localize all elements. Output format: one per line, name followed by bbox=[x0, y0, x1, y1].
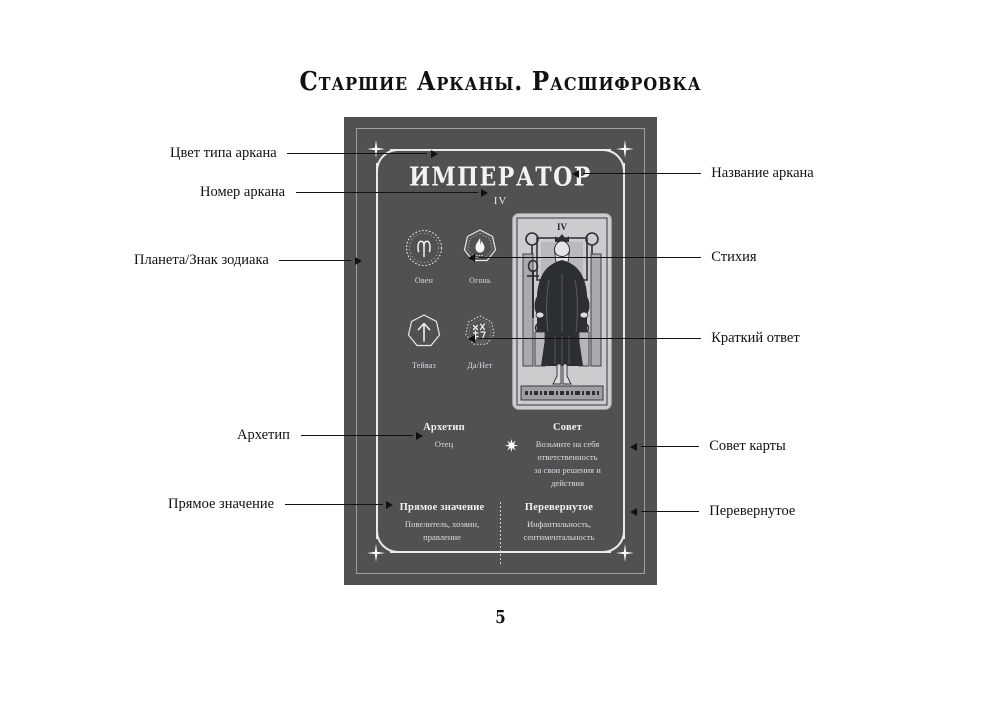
advice-heading: Совет bbox=[552, 422, 583, 433]
attribute-badges: Овен Огонь bbox=[396, 225, 506, 395]
card-frame-rule-left bbox=[376, 163, 378, 539]
badge-zodiac: Овен bbox=[396, 225, 452, 310]
reversed-line-1: Инфантильность, bbox=[526, 519, 592, 529]
sparkle-icon bbox=[367, 140, 385, 158]
arrow-right-icon bbox=[386, 500, 394, 509]
star-divider-icon bbox=[498, 422, 524, 452]
advice-block: Совет Возьмите на себя ответственность з… bbox=[524, 422, 611, 490]
upright-heading: Прямое значение bbox=[399, 502, 485, 513]
upright-text: Повелитель, хозяин, правление bbox=[390, 518, 494, 544]
archetype-heading: Архетип bbox=[423, 422, 465, 433]
callout-upright-meaning: Прямое значение bbox=[168, 496, 394, 513]
callout-label: Архетип bbox=[237, 427, 290, 444]
arrow-right-icon bbox=[416, 431, 424, 440]
callout-archetype: Архетип bbox=[237, 427, 424, 444]
leader-line bbox=[640, 446, 699, 448]
badge-label: Огонь bbox=[469, 276, 491, 285]
card-title: ИМПЕРАТОР bbox=[409, 161, 592, 193]
callout-element: Стихия bbox=[468, 249, 757, 266]
callout-label: Цвет типа аркана bbox=[170, 145, 277, 162]
sparkle-icon bbox=[367, 544, 385, 562]
upright-block: Прямое значение Повелитель, хозяин, прав… bbox=[390, 502, 494, 544]
reversed-text: Инфантильность, сентиментальность bbox=[507, 518, 611, 544]
badge-yes-no: Да/Нет bbox=[452, 310, 508, 395]
leader-line bbox=[478, 338, 701, 340]
arrow-right-icon bbox=[481, 188, 489, 197]
callout-reversed-meaning: Перевернутое bbox=[630, 503, 795, 520]
callout-card-advice: Совет карты bbox=[630, 438, 786, 455]
callout-label: Номер аркана bbox=[200, 184, 286, 201]
card-number: IV bbox=[493, 195, 508, 207]
leader-line bbox=[287, 153, 428, 155]
arrow-left-icon bbox=[468, 334, 475, 343]
leader-line bbox=[284, 504, 383, 506]
badge-label: Да/Нет bbox=[467, 361, 493, 370]
reversed-line-2: сентиментальность bbox=[523, 531, 595, 542]
advice-line-1: Возьмите на себя ответственность bbox=[535, 439, 600, 462]
callout-label: Перевернутое bbox=[709, 503, 796, 520]
arrow-left-icon bbox=[468, 253, 475, 262]
callout-label: Название аркана bbox=[711, 165, 814, 182]
badge-label: Тейваз bbox=[412, 361, 436, 370]
upright-line-1: Повелитель, хозяин, bbox=[404, 519, 480, 529]
callout-label: Краткий ответ bbox=[711, 330, 800, 347]
arcana-card: ИМПЕРАТОР IV Овен bbox=[344, 117, 657, 585]
card-inner: ИМПЕРАТОР IV Овен bbox=[344, 117, 657, 585]
yes-no-icon bbox=[457, 310, 503, 356]
sparkle-icon bbox=[616, 544, 634, 562]
badge-element: Огонь bbox=[452, 225, 508, 310]
archetype-block: Архетип Отец bbox=[390, 422, 498, 451]
callout-label: Прямое значение bbox=[168, 496, 275, 513]
reversed-heading: Перевернутое bbox=[524, 502, 594, 513]
meanings-divider bbox=[500, 502, 501, 564]
card-frame-outer bbox=[356, 128, 645, 574]
illustration-roman-numeral: IV bbox=[557, 222, 568, 232]
callout-planet-zodiac: Планета/Знак зодиака bbox=[134, 252, 363, 269]
upright-line-2: правление bbox=[423, 531, 461, 542]
arrow-right-icon bbox=[430, 149, 438, 158]
arrow-left-icon bbox=[630, 507, 637, 516]
meanings-row: Прямое значение Повелитель, хозяин, прав… bbox=[390, 502, 611, 564]
card-frame-rule-top bbox=[390, 149, 611, 151]
leader-line bbox=[478, 257, 701, 259]
tarot-card-illustration: IV bbox=[512, 213, 612, 410]
arrow-left-icon bbox=[572, 169, 579, 178]
leader-line bbox=[279, 260, 352, 262]
archetype-value: Отец bbox=[434, 439, 454, 449]
sparkle-icon bbox=[616, 140, 634, 158]
card-frame-rule-right bbox=[623, 163, 625, 539]
card-corner-top-left bbox=[376, 149, 400, 173]
tiwaz-rune-icon bbox=[401, 310, 447, 356]
callout-label: Совет карты bbox=[709, 438, 786, 455]
archetype-advice-row: Архетип Отец Совет Возьмите на себя отве… bbox=[390, 422, 611, 490]
badge-label: Овен bbox=[414, 276, 434, 285]
leader-line bbox=[640, 511, 699, 513]
aries-zodiac-icon bbox=[401, 225, 447, 271]
callout-label: Стихия bbox=[711, 249, 757, 266]
arrow-right-icon bbox=[355, 256, 363, 265]
callout-arcana-number: Номер аркана bbox=[200, 184, 489, 201]
badge-rune: Тейваз bbox=[396, 310, 452, 395]
callout-label: Планета/Знак зодиака bbox=[134, 252, 269, 269]
advice-text: Возьмите на себя ответственность за свои… bbox=[524, 438, 611, 490]
arrow-left-icon bbox=[630, 442, 637, 451]
leader-line bbox=[295, 192, 478, 194]
leader-line bbox=[300, 435, 413, 437]
reversed-block: Перевернутое Инфантильность, сентиментал… bbox=[507, 502, 611, 544]
leader-line bbox=[582, 173, 701, 175]
advice-line-2: за свои решения и действия bbox=[534, 464, 601, 488]
callout-arcana-name: Название аркана bbox=[572, 165, 814, 182]
page-title: Старшие Арканы. Расшифровка bbox=[299, 66, 702, 97]
callout-arcana-type-color: Цвет типа аркана bbox=[170, 145, 438, 162]
page-number: 5 bbox=[495, 606, 506, 628]
callout-short-answer: Краткий ответ bbox=[468, 330, 800, 347]
